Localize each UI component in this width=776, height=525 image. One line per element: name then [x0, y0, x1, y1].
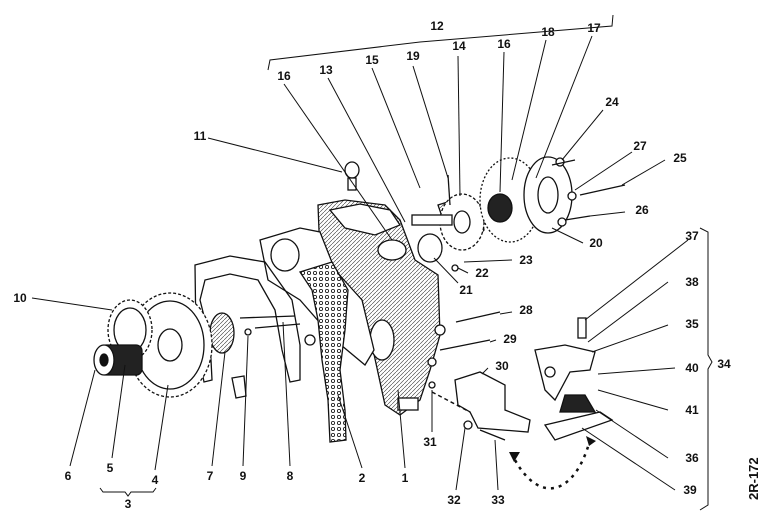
pump-cover [479, 156, 577, 243]
label-33: 33 [491, 493, 505, 507]
dotted-assembly-arrow [513, 439, 592, 490]
label-39: 39 [683, 483, 697, 497]
label-40: 40 [685, 361, 699, 375]
label-36: 36 [685, 451, 699, 465]
mount-support [534, 317, 614, 441]
label-3: 3 [125, 497, 132, 511]
label-41: 41 [685, 403, 699, 417]
label-16-left: 16 [277, 69, 291, 83]
label-16-right: 16 [497, 37, 511, 51]
bracket-group-34 [699, 227, 713, 511]
lifting-eye [344, 161, 360, 191]
label-38: 38 [685, 275, 699, 289]
label-1: 1 [402, 471, 409, 485]
label-10: 10 [13, 291, 27, 305]
label-21: 21 [459, 283, 473, 297]
label-37: 37 [685, 229, 699, 243]
label-13: 13 [319, 63, 333, 77]
label-2: 2 [359, 471, 366, 485]
dotted-arrow-head-left [509, 452, 520, 462]
dashed-mount-guide [431, 391, 471, 413]
label-20: 20 [589, 236, 603, 250]
label-12: 12 [430, 19, 444, 33]
oil-pump-body [411, 174, 485, 263]
label-17: 17 [587, 21, 601, 35]
timing-chain [298, 261, 349, 443]
label-25: 25 [673, 151, 687, 165]
label-9: 9 [240, 469, 247, 483]
engine-mount-bracket [454, 371, 531, 433]
label-24: 24 [605, 95, 619, 109]
bracket-group-12 [267, 14, 614, 71]
label-31: 31 [423, 435, 437, 449]
label-19: 19 [406, 49, 420, 63]
label-11: 11 [194, 129, 207, 143]
leader-lines [31, 35, 689, 491]
label-29: 29 [503, 332, 517, 346]
label-28: 28 [519, 303, 533, 317]
figure-reference: 2R-172 [746, 457, 761, 500]
bracket-group-3 [99, 487, 157, 497]
label-5: 5 [107, 461, 114, 475]
label-7: 7 [207, 469, 214, 483]
label-30: 30 [495, 359, 509, 373]
timing-cover-housing [317, 199, 446, 416]
thrust-plate [209, 312, 247, 399]
label-6: 6 [65, 469, 72, 483]
label-27: 27 [633, 139, 647, 153]
label-18: 18 [541, 25, 555, 39]
label-23: 23 [519, 253, 533, 267]
label-32: 32 [447, 493, 461, 507]
camshaft-gear-assembly [93, 292, 213, 398]
label-34: 34 [717, 357, 731, 371]
label-22: 22 [475, 266, 489, 280]
bolts-and-studs [239, 159, 626, 441]
label-15: 15 [365, 53, 379, 67]
dotted-arrow-head-right [586, 436, 596, 446]
label-26: 26 [635, 203, 649, 217]
label-4: 4 [152, 473, 159, 487]
label-8: 8 [287, 469, 294, 483]
label-14: 14 [452, 39, 466, 53]
gasket [194, 255, 301, 383]
label-35: 35 [685, 317, 699, 331]
